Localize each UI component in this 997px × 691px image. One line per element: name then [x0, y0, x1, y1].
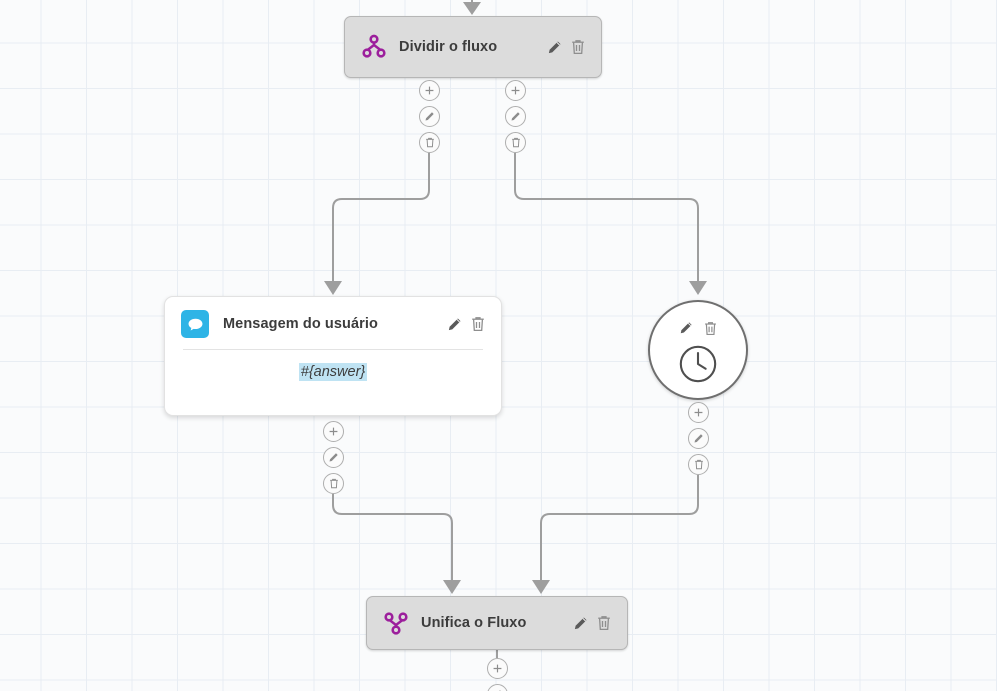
delete-icon[interactable]	[471, 316, 485, 332]
node-user-message-divider	[183, 349, 483, 350]
node-user-message-actions	[447, 316, 485, 332]
button-stack-delay-out[interactable]	[688, 402, 709, 475]
variable-token-answer[interactable]: #{answer}	[298, 363, 368, 381]
node-user-message-body[interactable]: #{answer}	[165, 350, 501, 399]
delete-connection-button[interactable]	[323, 473, 344, 494]
arrowhead-incoming-to-split	[463, 2, 481, 15]
node-split-flow-title: Dividir o fluxo	[399, 39, 498, 55]
node-split-flow[interactable]: Dividir o fluxo	[344, 16, 602, 78]
delete-icon[interactable]	[597, 615, 611, 631]
arrowhead-to-message	[324, 281, 342, 295]
edit-connection-button[interactable]	[505, 106, 526, 127]
merge-flow-icon	[383, 610, 409, 636]
add-step-button[interactable]	[323, 421, 344, 442]
edit-icon[interactable]	[679, 321, 694, 336]
add-step-button[interactable]	[688, 402, 709, 423]
edge-message-to-merge	[332, 494, 453, 582]
delete-icon[interactable]	[571, 39, 585, 55]
node-merge-flow-title: Unifica o Fluxo	[421, 615, 527, 631]
edit-connection-button[interactable]	[323, 447, 344, 468]
button-stack-split-left[interactable]	[419, 80, 440, 153]
delete-connection-button[interactable]	[688, 454, 709, 475]
delete-connection-button[interactable]	[505, 132, 526, 153]
button-stack-merge-out[interactable]	[487, 658, 508, 691]
node-delay-timer-actions	[679, 321, 718, 337]
edit-connection-button[interactable]	[688, 428, 709, 449]
clock-icon	[677, 343, 719, 385]
button-stack-message-out[interactable]	[323, 421, 344, 494]
button-stack-split-right[interactable]	[505, 80, 526, 153]
delete-icon[interactable]	[704, 321, 718, 337]
add-step-button[interactable]	[487, 658, 508, 679]
node-user-message-header: Mensagem do usuário	[165, 297, 501, 349]
edit-icon[interactable]	[547, 40, 562, 55]
arrowhead-to-delay	[689, 281, 707, 295]
node-user-message[interactable]: Mensagem do usuário	[164, 296, 502, 416]
edit-icon[interactable]	[573, 616, 588, 631]
delete-connection-button[interactable]	[419, 132, 440, 153]
edge-split-right-to-delay	[514, 153, 699, 283]
node-merge-flow-actions	[573, 615, 611, 631]
edge-delay-to-merge	[540, 475, 699, 582]
node-delay-timer[interactable]	[648, 300, 748, 400]
split-flow-icon	[361, 34, 387, 60]
edit-connection-button[interactable]	[487, 684, 508, 691]
node-split-flow-actions	[547, 39, 585, 55]
edit-connection-button[interactable]	[419, 106, 440, 127]
chat-bubble-icon	[181, 310, 209, 338]
edge-split-left-to-message	[332, 153, 430, 283]
arrowhead-delay-to-merge	[532, 580, 550, 594]
add-step-button[interactable]	[419, 80, 440, 101]
add-step-button[interactable]	[505, 80, 526, 101]
edit-icon[interactable]	[447, 317, 462, 332]
node-merge-flow[interactable]: Unifica o Fluxo	[366, 596, 628, 650]
node-user-message-title: Mensagem do usuário	[223, 316, 378, 332]
arrowhead-message-to-merge	[443, 580, 461, 594]
